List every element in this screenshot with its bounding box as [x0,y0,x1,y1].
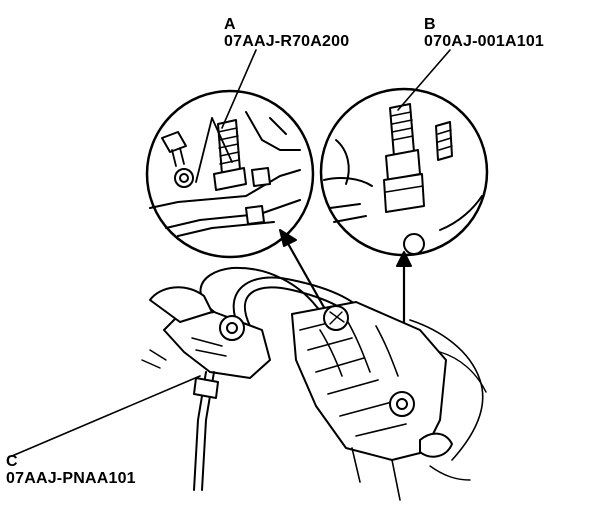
callout-b-letter: B [424,16,436,33]
callout-c-part-number: 07AAJ-PNAA101 [6,470,136,487]
callout-b-part-number: 070AJ-001A101 [424,33,545,50]
engine-cylinder-head [291,301,487,501]
callout-b: B 070AJ-001A101 [424,16,544,50]
callout-a: A 07AAJ-R70A200 [224,16,349,50]
leader-lines [11,49,451,457]
detail-circle-b [319,87,489,257]
callout-c-letter: C [6,453,18,470]
detail-circle-a [145,89,315,259]
callout-a-letter: A [224,16,236,33]
callout-a-part-number: 07AAJ-R70A200 [224,33,350,50]
arrow-to-detail-a [279,229,332,320]
callout-c: C 07AAJ-PNAA101 [6,453,136,487]
